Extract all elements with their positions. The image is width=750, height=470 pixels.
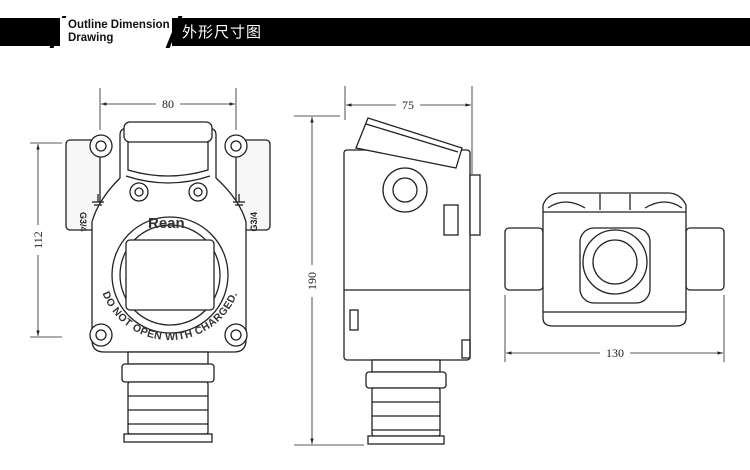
side-collar	[365, 371, 447, 389]
front-bolt-2	[188, 182, 208, 202]
front-ear-bl	[89, 323, 113, 347]
front-top-cap	[123, 121, 213, 143]
front-height-label-bg	[31, 225, 45, 255]
front-window-ring	[119, 224, 221, 326]
title-en-line2: Drawing	[68, 32, 114, 44]
top-lobe-1	[547, 201, 586, 209]
title-zh: 外形尺寸图	[182, 23, 263, 41]
front-neck	[127, 351, 209, 365]
front-view	[65, 121, 271, 443]
top-width-label-bg	[600, 346, 630, 360]
side-latch	[443, 204, 459, 236]
side-view	[343, 117, 481, 445]
side-port-outer	[382, 167, 428, 213]
side-height-label: 190	[305, 272, 319, 290]
title-en-box: Outline Dimension Drawing	[60, 18, 172, 46]
title-en: Outline Dimension Drawing	[68, 19, 170, 45]
front-bolt-2-center	[193, 187, 203, 197]
top-left-port	[504, 227, 544, 291]
front-width-label: 80	[162, 97, 174, 111]
front-left-wing	[65, 139, 101, 231]
side-width-label-bg	[396, 98, 420, 112]
side-height-label-bg	[305, 265, 319, 297]
title-banner: Outline Dimension Drawing 外形尺寸图	[0, 16, 750, 48]
front-port-right: G3/4	[249, 212, 259, 232]
front-display-window	[125, 239, 215, 311]
side-width-label: 75	[402, 98, 414, 112]
front-window-outer	[111, 216, 229, 334]
front-ear-tr-hole	[230, 140, 242, 152]
front-height-label: 112	[31, 231, 45, 249]
front-collar	[121, 363, 215, 383]
side-mark-left	[349, 309, 359, 331]
front-ear-br-hole	[230, 329, 242, 341]
top-lobe-2	[644, 201, 683, 209]
front-cap-neck	[127, 142, 209, 177]
top-width-label: 130	[606, 346, 624, 360]
side-neck	[371, 359, 441, 373]
side-port-inner	[392, 177, 418, 203]
side-sensor-head	[371, 387, 441, 437]
front-brand: Rean	[148, 215, 185, 232]
front-ear-bl-hole	[95, 329, 107, 341]
front-sensor-head	[127, 381, 209, 435]
top-right-port	[685, 227, 725, 291]
front-ear-tl	[89, 134, 113, 158]
front-bolt-1-center	[134, 187, 144, 197]
side-flange	[469, 174, 481, 236]
side-cap-groove	[365, 123, 459, 153]
front-ear-br	[224, 323, 248, 347]
front-ear-tr	[224, 134, 248, 158]
front-right-wing	[235, 139, 271, 231]
front-cap-rim	[125, 175, 211, 184]
side-cap	[355, 117, 463, 169]
top-sensor-inner	[592, 239, 638, 285]
front-ear-tl-hole	[95, 140, 107, 152]
title-en-line1: Outline Dimension	[68, 19, 170, 31]
side-sensor-base	[367, 435, 445, 445]
side-mark-right	[461, 339, 471, 359]
front-bolt-1	[129, 182, 149, 202]
top-view	[504, 192, 725, 327]
front-width-label-bg	[156, 97, 180, 111]
front-sensor-base	[123, 433, 213, 443]
front-port-left: G3/4	[78, 212, 88, 232]
